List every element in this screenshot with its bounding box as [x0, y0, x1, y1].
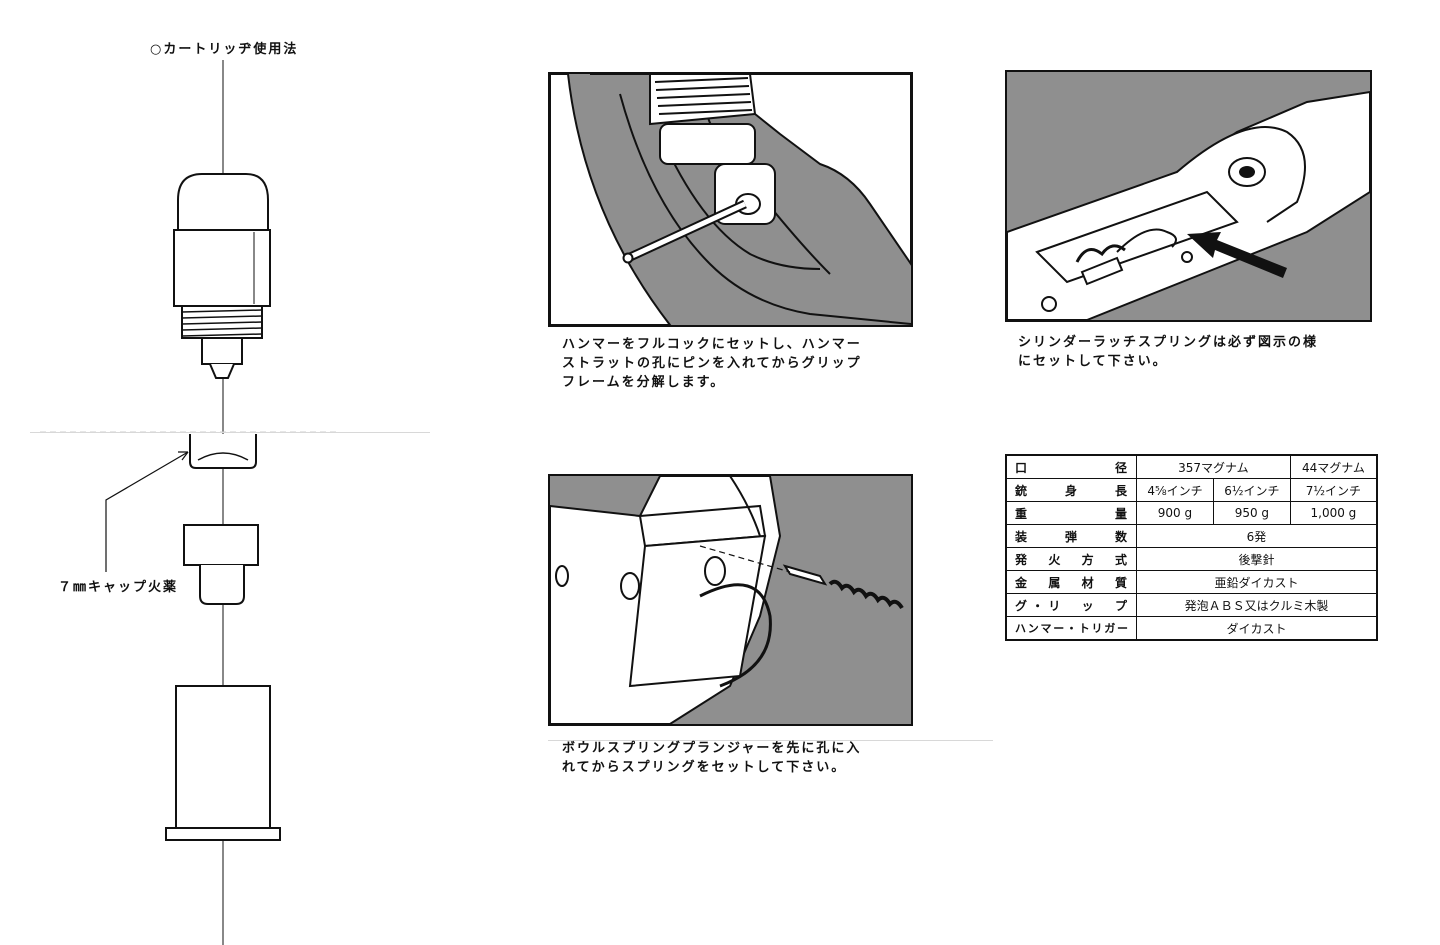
step-1-caption: ハンマーをフルコックにセットし、ハンマー ストラットの孔にピンを入れてからグリッ…: [562, 337, 862, 390]
cartridge-usage-title: ○カートリッヂ使用法: [150, 42, 299, 57]
spec-row-barrel: 銃 身 長 4⅝インチ 6½インチ 7½インチ: [1005, 478, 1378, 502]
spec-barrel-value: 4⅝インチ: [1136, 478, 1214, 502]
spec-row-caliber: 口 径 357マグナム 44マグナム: [1005, 454, 1378, 479]
spec-caliber-357: 357マグナム: [1136, 454, 1291, 479]
spec-capacity-value: 6発: [1136, 524, 1378, 548]
spec-hammer-value: ダイカスト: [1136, 616, 1378, 641]
spec-row-capacity: 装 弾 数 6発: [1005, 524, 1378, 548]
spec-weight-value: 950 g: [1212, 501, 1291, 525]
spec-material-value: 亜鉛ダイカスト: [1136, 570, 1378, 594]
spec-row-firing: 発 火 方 式 後撃針: [1005, 547, 1378, 571]
spec-caliber-44: 44マグナム: [1289, 454, 1378, 479]
cap-powder-label: ７㎜キャップ火薬: [58, 580, 179, 595]
spec-label-grip: グ・リ ッ プ: [1005, 593, 1137, 617]
spec-label-firing: 発 火 方 式: [1005, 547, 1137, 571]
spec-firing-value: 後撃針: [1136, 547, 1378, 571]
cylinder-latch-spring-illustration: [1005, 70, 1372, 322]
spec-row-weight: 重 量 900 g 950 g 1,000 g: [1005, 501, 1378, 525]
spec-table: 口 径 357マグナム 44マグナム 銃 身 長 4⅝インチ 6½インチ 7½イ…: [1005, 454, 1378, 641]
bowl-spring-plunger-illustration: [548, 474, 913, 726]
spec-row-hammer: ハンマー・トリガー ダイカスト: [1005, 616, 1378, 641]
cartridge-exploded-diagram: [40, 60, 340, 945]
spec-grip-value: 発泡ＡＢＳ又はクルミ木製: [1136, 593, 1378, 617]
spec-label-material: 金 属 材 質: [1005, 570, 1137, 594]
step-2-caption: シリンダーラッチスプリングは必ず図示の様 にセットして下さい。: [1018, 335, 1319, 369]
spec-label-hammer: ハンマー・トリガー: [1005, 616, 1137, 641]
hammer-strut-illustration: [548, 72, 913, 327]
spec-weight-value: 1,000 g: [1289, 501, 1378, 525]
spec-barrel-value: 7½インチ: [1289, 478, 1378, 502]
spec-barrel-value: 6½インチ: [1212, 478, 1291, 502]
scan-line: [30, 432, 430, 433]
spec-label-capacity: 装 弾 数: [1005, 524, 1137, 548]
spec-label-caliber: 口 径: [1005, 454, 1137, 479]
spec-label-barrel: 銃 身 長: [1005, 478, 1137, 502]
spec-row-grip: グ・リ ッ プ 発泡ＡＢＳ又はクルミ木製: [1005, 593, 1378, 617]
spec-label-weight: 重 量: [1005, 501, 1137, 525]
scan-line: [548, 740, 993, 741]
step-3-caption: ボウルスプリングプランジャーを先に孔に入 れてからスプリングをセットして下さい。: [562, 741, 862, 775]
spec-weight-value: 900 g: [1136, 501, 1214, 525]
spec-row-material: 金 属 材 質 亜鉛ダイカスト: [1005, 570, 1378, 594]
